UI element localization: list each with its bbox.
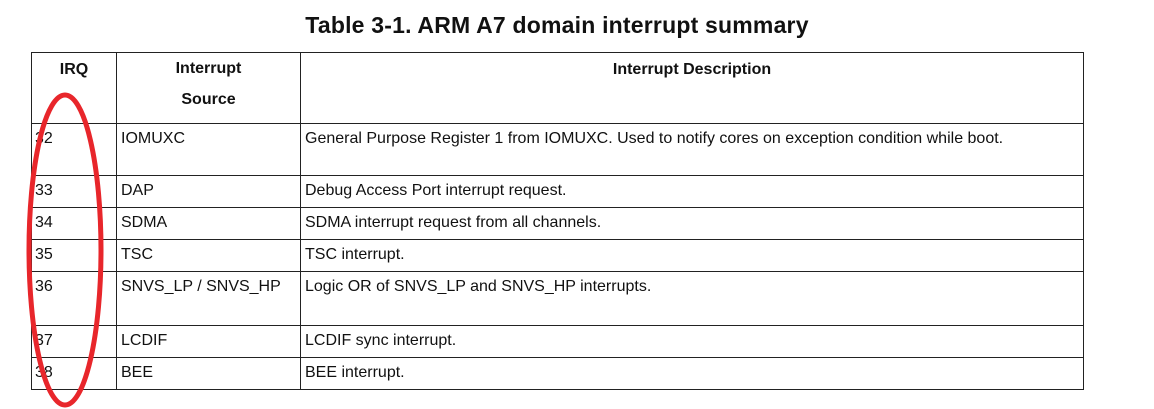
source-cell: SNVS_LP / SNVS_HP bbox=[116, 271, 301, 326]
description-cell: Logic OR of SNVS_LP and SNVS_HP interrup… bbox=[300, 271, 1084, 326]
table-row: 33 DAP Debug Access Port interrupt reque… bbox=[31, 175, 1084, 208]
table-row: 32 IOMUXC General Purpose Register 1 fro… bbox=[31, 123, 1084, 176]
source-cell: IOMUXC bbox=[116, 123, 301, 176]
table-caption: Table 3-1. ARM A7 domain interrupt summa… bbox=[305, 12, 809, 38]
irq-cell: 33 bbox=[31, 175, 117, 208]
description-cell: LCDIF sync interrupt. bbox=[300, 325, 1084, 358]
description-cell: Debug Access Port interrupt request. bbox=[300, 175, 1084, 208]
irq-cell: 37 bbox=[31, 325, 117, 358]
irq-cell: 36 bbox=[31, 271, 117, 326]
interrupt-table-container: IRQ Interrupt Source Interrupt Descripti… bbox=[31, 52, 1084, 390]
header-interrupt-source: Interrupt Source bbox=[116, 52, 301, 124]
source-cell: LCDIF bbox=[116, 325, 301, 358]
interrupt-summary-table: IRQ Interrupt Source Interrupt Descripti… bbox=[31, 52, 1084, 390]
table-row: 38 BEE BEE interrupt. bbox=[31, 357, 1084, 390]
irq-cell: 38 bbox=[31, 357, 117, 390]
irq-cell: 35 bbox=[31, 239, 117, 272]
header-description: Interrupt Description bbox=[300, 52, 1084, 124]
source-cell: BEE bbox=[116, 357, 301, 390]
source-cell: TSC bbox=[116, 239, 301, 272]
table-row: 34 SDMA SDMA interrupt request from all … bbox=[31, 207, 1084, 240]
description-cell: General Purpose Register 1 from IOMUXC. … bbox=[300, 123, 1084, 176]
header-source-line1: Interrupt bbox=[175, 60, 242, 77]
description-cell: TSC interrupt. bbox=[300, 239, 1084, 272]
header-irq: IRQ bbox=[31, 52, 117, 124]
header-row: IRQ Interrupt Source Interrupt Descripti… bbox=[31, 52, 1084, 124]
header-source-line2: Source bbox=[181, 91, 236, 108]
table-row: 35 TSC TSC interrupt. bbox=[31, 239, 1084, 272]
irq-cell: 32 bbox=[31, 123, 117, 176]
irq-cell: 34 bbox=[31, 207, 117, 240]
table-row: 37 LCDIF LCDIF sync interrupt. bbox=[31, 325, 1084, 358]
source-cell: DAP bbox=[116, 175, 301, 208]
source-cell: SDMA bbox=[116, 207, 301, 240]
description-cell: SDMA interrupt request from all channels… bbox=[300, 207, 1084, 240]
table-row: 36 SNVS_LP / SNVS_HP Logic OR of SNVS_LP… bbox=[31, 271, 1084, 326]
description-cell: BEE interrupt. bbox=[300, 357, 1084, 390]
